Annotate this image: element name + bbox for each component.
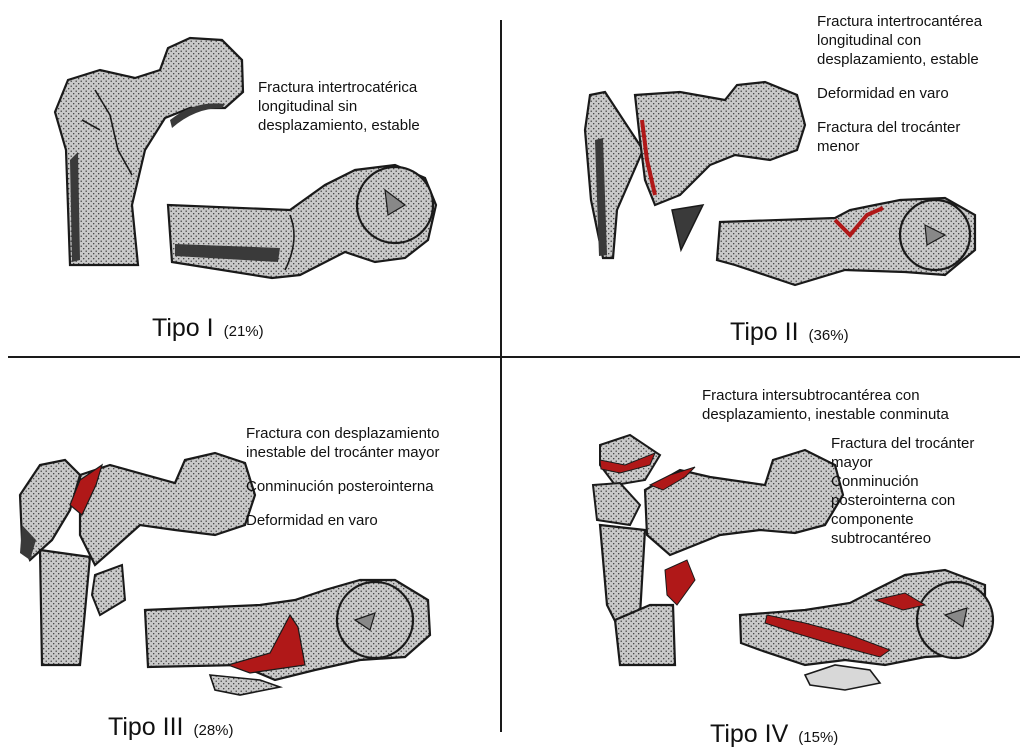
description-heading-tipo-4: Fractura intersubtrocantérea con desplaz… xyxy=(702,386,949,424)
description-tipo-2: Fractura intertrocantérea longitudinal c… xyxy=(817,12,982,156)
type-label: Tipo IV xyxy=(710,720,788,748)
trochanter-fragment-2 xyxy=(593,483,640,525)
percent-label: (15%) xyxy=(798,729,838,746)
percent-label: (36%) xyxy=(809,327,849,344)
description-line: Deformidad en varo xyxy=(817,84,982,103)
panel-tipo-1: Fractura intertrocatérica longitudinal s… xyxy=(0,0,500,365)
type-label: Tipo I xyxy=(152,314,214,342)
percent-label: (21%) xyxy=(224,323,264,340)
type-label: Tipo III xyxy=(108,713,184,741)
percent-label: (28%) xyxy=(194,722,234,739)
panel-title-tipo-4: Tipo IV (15%) xyxy=(710,720,838,749)
femur-neck-head xyxy=(635,82,805,205)
description-line: Deformidad en varo xyxy=(246,511,439,530)
femur-illustration-tipo-3 xyxy=(0,365,500,746)
description-line: Fractura del trocánter mayor xyxy=(831,434,974,472)
panel-title-tipo-1: Tipo I (21%) xyxy=(152,314,264,343)
panel-tipo-4: Fractura intersubtrocantérea con desplaz… xyxy=(505,365,1005,746)
panel-title-tipo-3: Tipo III (28%) xyxy=(108,713,234,742)
greater-trochanter-fragment xyxy=(585,92,643,258)
femur-shaft xyxy=(40,550,90,665)
femur-illustration-tipo-1 xyxy=(0,0,500,365)
description-tipo-3: Fractura con desplazamiento inestable de… xyxy=(246,424,439,530)
description-line: Conminución posterointerna xyxy=(246,477,439,496)
detached-fragment xyxy=(805,665,880,690)
panel-tipo-2: Fractura intertrocantérea longitudinal c… xyxy=(505,0,1005,365)
panel-tipo-3: Fractura con desplazamiento inestable de… xyxy=(0,365,500,746)
description-line: Fractura intertrocantérea longitudinal c… xyxy=(817,12,982,69)
femoral-head xyxy=(337,582,413,658)
description-heading: Fractura intersubtrocantérea con desplaz… xyxy=(702,386,949,424)
femur-neck-head xyxy=(80,453,255,565)
description-line: Fractura del trocánter menor xyxy=(817,118,982,156)
description-tipo-1: Fractura intertrocatérica longitudinal s… xyxy=(258,78,420,135)
comminution-fragment xyxy=(92,565,125,615)
fracture-red-shaft xyxy=(665,560,695,605)
panel-title-tipo-2: Tipo II (36%) xyxy=(730,318,849,347)
lesser-trochanter-fragment xyxy=(672,205,703,250)
description-tipo-4: Fractura del trocánter mayor Conminución… xyxy=(831,434,974,548)
description-line: Fractura intertrocatérica longitudinal s… xyxy=(258,78,420,135)
vertical-divider xyxy=(500,20,502,732)
type-label: Tipo II xyxy=(730,318,799,346)
femur-neck-head xyxy=(645,450,843,555)
description-line: Fractura con desplazamiento inestable de… xyxy=(246,424,439,462)
description-line: Conminución posterointerna con component… xyxy=(831,472,974,548)
